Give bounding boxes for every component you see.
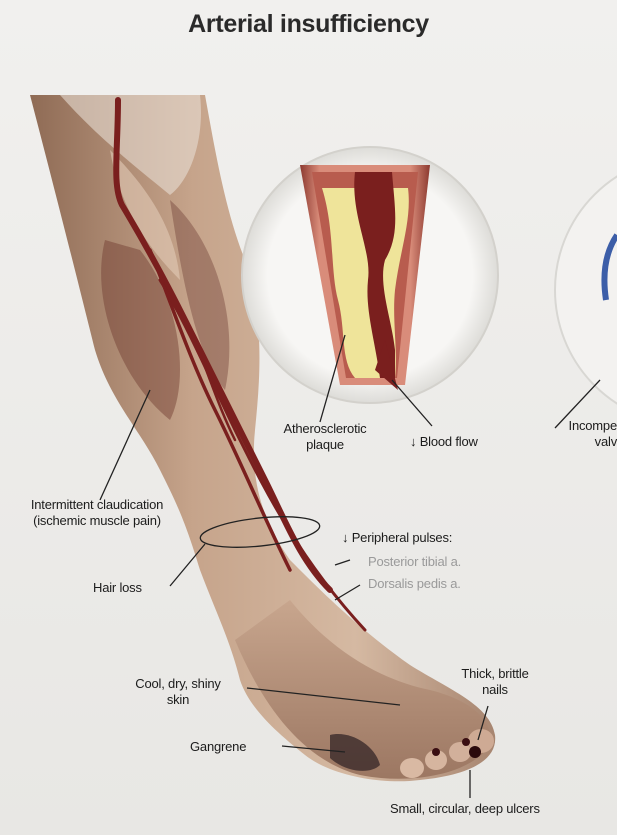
incompetent-valve-label-partial: Incompe valv	[568, 418, 617, 449]
artery-inset-circle	[241, 146, 499, 404]
dorsalis-pedis-label: Dorsalis pedis a.	[368, 576, 461, 591]
intermittent-claudication-label: Intermittent claudication (ischemic musc…	[30, 497, 164, 528]
hair-loss-label: Hair loss	[93, 580, 142, 595]
peripheral-pulses-label: ↓ Peripheral pulses:	[342, 530, 453, 545]
venous-inset-circle-partial	[554, 175, 617, 405]
leg-illustration	[30, 95, 496, 782]
gangrene-label: Gangrene	[190, 739, 247, 754]
leader-lines	[99, 334, 601, 798]
blood-flow-label: ↓ Blood flow	[410, 434, 478, 449]
artery-illustration	[113, 97, 367, 632]
atherosclerotic-plaque-label: Atherosclerotic plaque	[283, 421, 367, 452]
posterior-tibial-label: Posterior tibial a.	[368, 554, 462, 569]
ulcers-label: Small, circular, deep ulcers	[390, 801, 540, 816]
page-title: Arterial insufficiency	[188, 10, 429, 38]
thick-brittle-nails-label: Thick, brittle nails	[461, 666, 529, 697]
cool-dry-shiny-skin-label: Cool, dry, shiny skin	[135, 676, 221, 707]
